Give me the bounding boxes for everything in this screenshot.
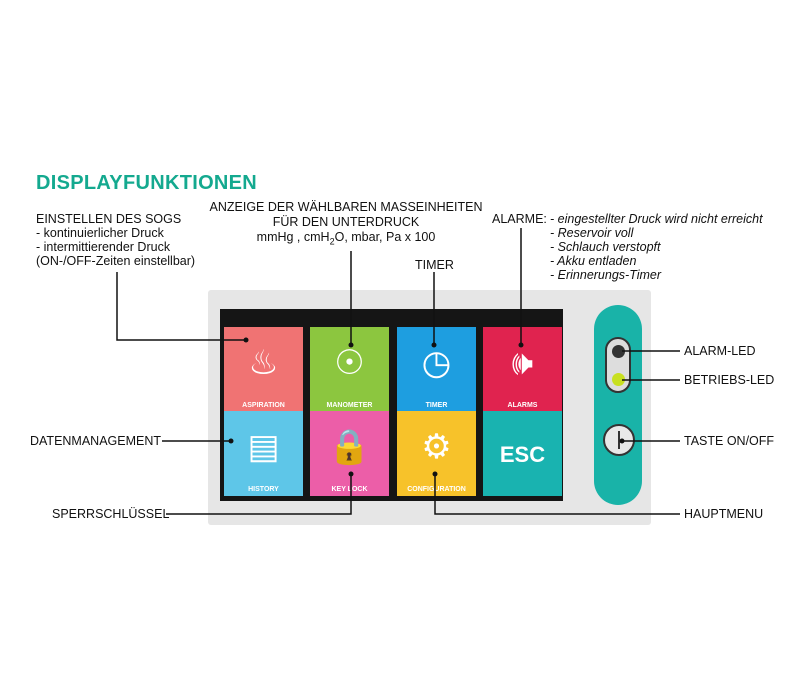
tile-label: ALARMS — [507, 402, 538, 409]
alarm-item: - Reservoir voll — [550, 226, 634, 240]
power-icon — [618, 431, 620, 449]
manometer-icon: ☉ — [334, 344, 365, 382]
label-sperrschluessel: SPERRSCHLÜSSEL — [52, 507, 170, 521]
label-sog: EINSTELLEN DES SOGS - kontinuierlicher D… — [36, 212, 195, 268]
tile-label: ASPIRATION — [242, 402, 285, 409]
history-icon: ▤ — [247, 428, 280, 466]
label-alarme-heading: ALARME: — [492, 212, 547, 226]
tile-key-lock[interactable]: 🔒 KEY LOCK — [310, 411, 389, 496]
leader-line — [434, 474, 680, 515]
alarm-item: - Schlauch verstopft — [550, 240, 661, 254]
label-alarm-led: ALARM-LED — [684, 344, 756, 358]
tile-esc[interactable]: ESC — [483, 411, 562, 496]
label-units: ANZEIGE DER WÄHLBAREN MASSEINHEITEN FÜR … — [206, 200, 486, 250]
sog-line: - kontinuierlicher Druck — [36, 226, 164, 240]
tile-aspiration[interactable]: ♨ ASPIRATION — [224, 327, 303, 412]
sog-line: (ON-/OFF-Zeiten einstellbar) — [36, 254, 196, 268]
label-betriebs-led: BETRIEBS-LED — [684, 373, 775, 387]
aspiration-icon: ♨ — [248, 344, 279, 382]
gear-icon: ⚙ — [421, 428, 452, 466]
units-line: FÜR DEN UNTERDRUCK — [272, 215, 420, 229]
label-timer: TIMER — [415, 258, 454, 272]
tile-label: KEY LOCK — [331, 486, 368, 493]
tile-manometer[interactable]: ☉ MANOMETER — [310, 327, 389, 412]
esc-label: ESC — [499, 442, 546, 467]
label-alarme-list: - eingestellter Druck wird nicht erreich… — [550, 212, 763, 282]
speaker-icon: 🕪 — [511, 344, 534, 382]
tile-label: MANOMETER — [326, 402, 373, 409]
units-text: mmHg , cmH — [256, 230, 330, 244]
units-list: mmHg , cmH2O, mbar, Pa x 100 — [206, 230, 486, 250]
page-title: DISPLAYFUNKTIONEN — [36, 172, 258, 194]
touch-screen: ♨ ASPIRATION ☉ MANOMETER ◷ TIMER 🕪 ALARMS ▤ H… — [220, 309, 563, 501]
label-hauptmenu: HAUPTMENU — [684, 507, 764, 521]
tile-configuration[interactable]: ⚙ CONFIGURATION — [397, 411, 476, 496]
lock-icon: 🔒 — [328, 428, 371, 466]
units-text: O, mbar, Pa x 100 — [334, 230, 436, 244]
leader-line — [166, 474, 352, 515]
units-sub: 2 — [329, 236, 335, 247]
units-line: ANZEIGE DER WÄHLBAREN MASSEINHEITEN — [209, 200, 483, 214]
alarm-clock-icon: ◷ — [421, 344, 452, 382]
tile-label: TIMER — [425, 402, 448, 409]
tile-history[interactable]: ▤ HISTORY — [224, 411, 303, 496]
label-taste: TASTE ON/OFF — [684, 434, 775, 448]
sog-line: - intermittierender Druck — [36, 240, 171, 254]
tile-alarms[interactable]: 🕪 ALARMS — [483, 327, 562, 412]
leader-line — [116, 272, 246, 341]
betriebs-led — [612, 373, 625, 386]
tile-label: CONFIGURATION — [407, 486, 466, 493]
alarm-item: - eingestellter Druck wird nicht erreich… — [550, 212, 763, 226]
tile-label: HISTORY — [248, 486, 279, 493]
label-datenmanagement: DATENMANAGEMENT — [30, 434, 162, 448]
sog-heading: EINSTELLEN DES SOGS — [36, 212, 182, 226]
tile-timer[interactable]: ◷ TIMER — [397, 327, 476, 412]
power-button[interactable] — [603, 424, 635, 456]
alarm-item: - Erinnerungs-Timer — [550, 268, 662, 282]
led-housing — [605, 337, 631, 393]
alarm-led — [612, 345, 625, 358]
alarm-item: - Akku entladen — [550, 254, 637, 268]
